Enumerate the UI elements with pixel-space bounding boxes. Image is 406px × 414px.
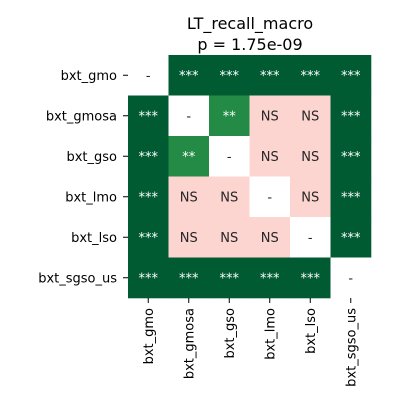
cell-label: ** xyxy=(223,109,237,124)
cell-label: *** xyxy=(341,231,361,246)
heatmap-cell xyxy=(290,136,331,177)
cell-label: *** xyxy=(341,109,361,124)
heatmap-cell xyxy=(249,136,291,177)
heatmap-cell xyxy=(290,176,331,218)
cell-label: *** xyxy=(139,271,159,286)
heatmap-cell xyxy=(330,136,372,177)
chart-title: LT_recall_macro xyxy=(187,14,313,34)
cell-label: *** xyxy=(220,271,240,286)
heatmap-cell xyxy=(330,55,372,96)
x-tick-label: bxt_lmo xyxy=(263,308,278,360)
heatmap-cell xyxy=(168,257,210,299)
heatmap-cell xyxy=(249,217,291,258)
cell-label: NS xyxy=(261,109,279,124)
heatmap-cell xyxy=(330,217,372,258)
heatmap-cell xyxy=(249,95,291,137)
x-axis-ticks: bxt_gmo bxt_gmosa bxt_gso bxt_lmo bxt_lso bxt… xyxy=(142,298,359,387)
heatmap-cell xyxy=(290,257,331,299)
cell-label: *** xyxy=(260,69,280,84)
heatmap-cell xyxy=(128,136,169,177)
cell-label: NS xyxy=(180,231,198,246)
heatmap-cell xyxy=(290,217,331,258)
heatmap-cell xyxy=(128,95,169,137)
heatmap-cell xyxy=(209,257,250,299)
cell-label: *** xyxy=(301,271,321,286)
cell-label: - xyxy=(308,231,313,246)
cell-label: *** xyxy=(139,109,159,124)
heatmap-cell xyxy=(128,217,169,258)
cell-label: ** xyxy=(182,150,196,165)
heatmap-cell xyxy=(168,136,210,177)
cell-label: - xyxy=(348,271,353,286)
cell-label: NS xyxy=(301,150,319,165)
cell-label: *** xyxy=(179,271,199,286)
x-tick-label: bxt_lso xyxy=(304,308,319,354)
cell-label: NS xyxy=(220,231,238,246)
cell-label: *** xyxy=(220,69,240,84)
y-tick-label: bxt_lso xyxy=(71,231,117,246)
y-tick-label: bxt_sgso_us xyxy=(38,271,117,286)
heatmap-cell xyxy=(209,136,250,177)
cell-label: NS xyxy=(301,190,319,205)
cell-label: *** xyxy=(301,69,321,84)
heatmap-cell xyxy=(249,55,291,96)
cell-label: *** xyxy=(260,271,280,286)
heatmap-cell xyxy=(209,55,250,96)
y-tick-label: bxt_gmo xyxy=(61,69,117,84)
heatmap-cell xyxy=(249,257,291,299)
cell-label: *** xyxy=(139,190,159,205)
heatmap-cell xyxy=(168,95,210,137)
heatmap-cell xyxy=(249,176,291,218)
x-tick-label: bxt_gso xyxy=(223,308,238,359)
heatmap-cell xyxy=(290,55,331,96)
heatmap-cell xyxy=(209,176,250,218)
heatmap-cell xyxy=(168,176,210,218)
cell-label: - xyxy=(267,190,272,205)
cell-label: NS xyxy=(220,190,238,205)
cell-label: NS xyxy=(261,231,279,246)
heatmap-cell xyxy=(209,95,250,137)
cell-label: *** xyxy=(139,150,159,165)
cell-label: - xyxy=(227,150,232,165)
y-axis-ticks: bxt_gmo bxt_gmosa bxt_gso bxt_lmo bxt_lsobxt… xyxy=(38,69,128,286)
heatmap-cell xyxy=(168,217,210,258)
x-tick-label: bxt_gmo xyxy=(142,308,157,364)
heatmap-cell xyxy=(209,217,250,258)
cell-label: *** xyxy=(179,69,199,84)
y-tick-label: bxt_gmosa xyxy=(46,109,117,124)
heatmap-cell xyxy=(168,55,210,96)
cell-label: *** xyxy=(139,231,159,246)
chart-subtitle: p = 1.75e-09 xyxy=(197,35,302,54)
cell-label: NS xyxy=(261,150,279,165)
x-tick-label: bxt_gmosa xyxy=(182,308,197,379)
heatmap-cell xyxy=(290,95,331,137)
heatmap-cell xyxy=(128,257,169,299)
y-tick-label: bxt_lmo xyxy=(65,190,117,205)
heatmap-cell xyxy=(128,55,169,96)
cell-label: NS xyxy=(180,190,198,205)
heatmap-cell xyxy=(330,176,372,218)
heatmap-cell xyxy=(330,257,372,299)
heatmap-cell xyxy=(128,176,169,218)
cell-label: *** xyxy=(341,190,361,205)
cell-label: *** xyxy=(341,69,361,84)
cell-label: - xyxy=(186,109,191,124)
cell-label: NS xyxy=(301,109,319,124)
cell-label: - xyxy=(146,69,151,84)
heatmap-cell xyxy=(330,95,372,137)
cell-label: *** xyxy=(341,150,361,165)
y-tick-label: bxt_gso xyxy=(66,150,117,165)
x-tick-label: bxt_sgso_us xyxy=(344,308,359,387)
